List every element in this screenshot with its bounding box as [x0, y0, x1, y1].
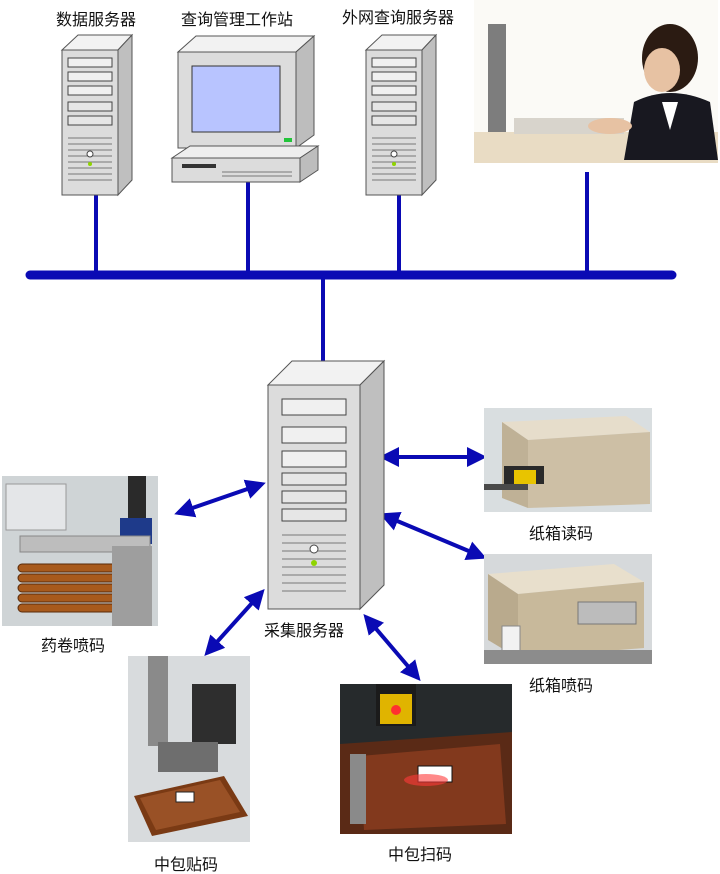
carton-print-label: 纸箱喷码 [529, 676, 594, 695]
pack-scan-photo [340, 684, 512, 834]
pack-label-photo [128, 656, 250, 842]
arrow-pack-scan [363, 613, 421, 682]
carton-print-photo [484, 554, 652, 664]
carton-printer-image [484, 554, 652, 664]
collection-server-label: 采集服务器 [264, 621, 345, 640]
user-photo [474, 0, 718, 163]
office-user-image [474, 0, 718, 163]
pack-scanner-image [340, 684, 512, 834]
carton-read-label: 纸箱读码 [529, 524, 594, 543]
arrow-carton-print [379, 511, 487, 561]
tower-server-icon [60, 33, 134, 197]
tower-server-icon [364, 33, 438, 197]
pack-scan-label: 中包扫码 [388, 845, 453, 864]
pack-labeler-image [128, 656, 250, 842]
carton-read-photo [484, 408, 652, 512]
carton-reader-image [484, 408, 652, 512]
pack-label-label: 中包贴码 [154, 855, 219, 874]
arrow-roll-print [174, 479, 266, 518]
tower-server-icon [266, 359, 386, 611]
query-workstation-label: 查询管理工作站 [181, 10, 294, 29]
arrow-pack-label [204, 589, 265, 656]
external-query-server-label: 外网查询服务器 [342, 8, 455, 27]
roll-printer-image [2, 476, 158, 626]
roll-print-label: 药卷喷码 [41, 636, 106, 655]
data-server-label: 数据服务器 [56, 10, 137, 29]
desktop-computer-icon [170, 34, 320, 183]
roll-print-photo [2, 476, 158, 626]
